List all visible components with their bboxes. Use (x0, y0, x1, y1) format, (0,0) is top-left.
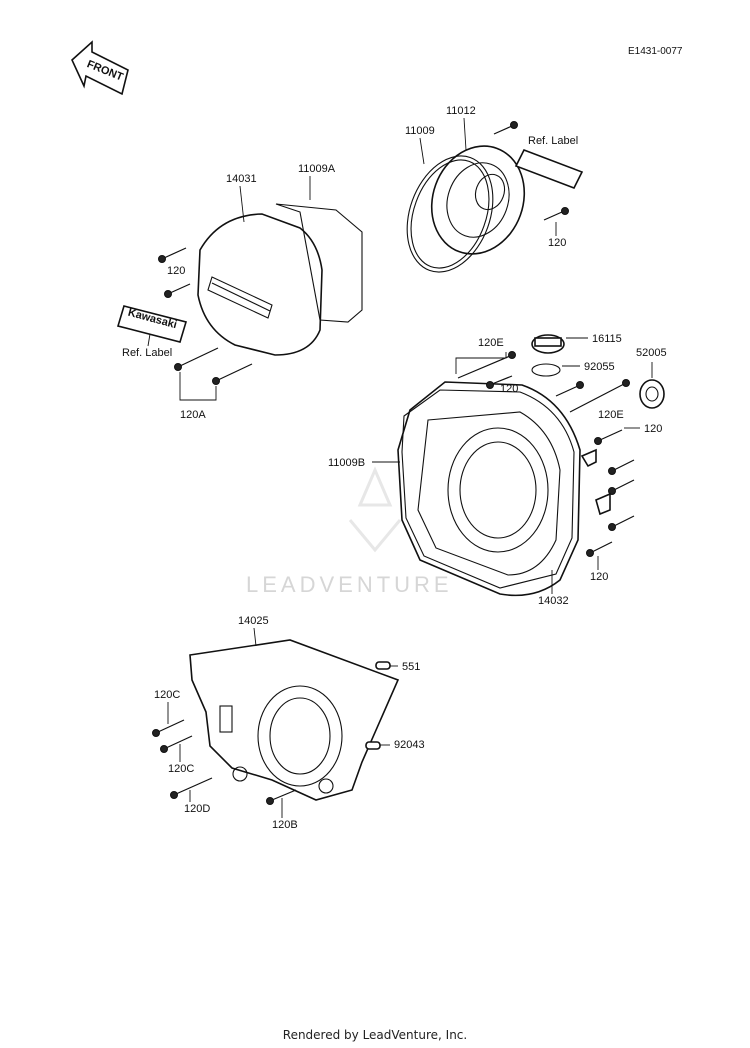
label-120C-bottom: 120C (168, 763, 194, 775)
gasket-11009A (275, 203, 363, 323)
label-120B: 120B (272, 819, 298, 831)
label-120D: 120D (184, 803, 210, 815)
label-92043: 92043 (394, 739, 425, 751)
label-11009B: 11009B (328, 457, 365, 469)
cover-14031 (197, 213, 323, 356)
label-ref-label-b: Ref. Label (528, 135, 578, 147)
bolt-120-top-a (493, 121, 518, 135)
gasket-11009B (401, 389, 575, 589)
label-11012: 11012 (446, 105, 476, 117)
ref-label-plate-b (514, 148, 584, 190)
bolt-120-right-a (486, 375, 513, 389)
bolt-120-right-g (586, 541, 613, 557)
kawasaki-badge: Kawasaki (116, 305, 188, 343)
diagram-code: E1431-0077 (628, 46, 683, 57)
bolt-120-right-e (608, 479, 635, 495)
label-120-right-bottom: 120 (590, 571, 608, 583)
label-11009A: 11009A (298, 163, 336, 175)
gasket-11009 (406, 155, 494, 273)
cover-14025 (189, 639, 400, 801)
label-11009: 11009 (405, 125, 435, 137)
label-14031: 14031 (226, 173, 257, 185)
bolt-120-right-f (608, 515, 635, 531)
bolt-120C-a (152, 719, 185, 737)
label-92055: 92055 (584, 361, 615, 373)
bolt-120B (266, 789, 297, 805)
label-120E-right: 120E (598, 409, 624, 421)
bolt-120E-a (457, 351, 516, 379)
label-120-top: 120 (548, 237, 566, 249)
bolt-120E-b (569, 379, 630, 413)
label-120-right-mid: 120 (644, 423, 662, 435)
o-ring-92055 (531, 363, 561, 377)
bolt-120-left-b (164, 283, 191, 298)
cover-11012 (430, 145, 526, 255)
label-16115: 16115 (592, 333, 622, 345)
label-551: 551 (402, 661, 420, 673)
bolt-120C-b (160, 735, 193, 753)
bolt-120-top-b (543, 207, 569, 221)
clamp-bracket-a (580, 448, 597, 468)
bolt-120-right-b (555, 381, 584, 397)
bolt-120A-b (212, 363, 253, 385)
label-52005: 52005 (636, 347, 667, 359)
bolt-120-right-c (594, 429, 623, 445)
bolt-120-right-d (608, 459, 635, 475)
bolt-120D (170, 777, 213, 799)
label-ref-label-a: Ref. Label (122, 347, 172, 359)
label-120C-top: 120C (154, 689, 180, 701)
label-120E-top: 120E (478, 337, 504, 349)
cover-14032 (397, 381, 581, 597)
footer-credit: Rendered by LeadVenture, Inc. (282, 1028, 468, 1042)
dowel-92043 (365, 741, 381, 750)
front-arrow-icon: FRONT (71, 40, 129, 96)
watermark-text: LEADVENTURE (246, 572, 453, 597)
bolt-120-left-a (158, 247, 187, 263)
label-120-left: 120 (167, 265, 185, 277)
label-14025: 14025 (238, 615, 269, 627)
dowel-551 (375, 661, 391, 670)
label-120-right-top: 120 (500, 383, 518, 395)
oil-seal-52005 (639, 379, 665, 409)
label-14032: 14032 (538, 595, 569, 607)
label-120A: 120A (180, 409, 206, 421)
watermark-logo-icon (348, 466, 402, 553)
bolt-120A-a (174, 347, 219, 371)
clamp-bracket-b (595, 492, 611, 516)
oil-cap-16115 (531, 334, 565, 354)
